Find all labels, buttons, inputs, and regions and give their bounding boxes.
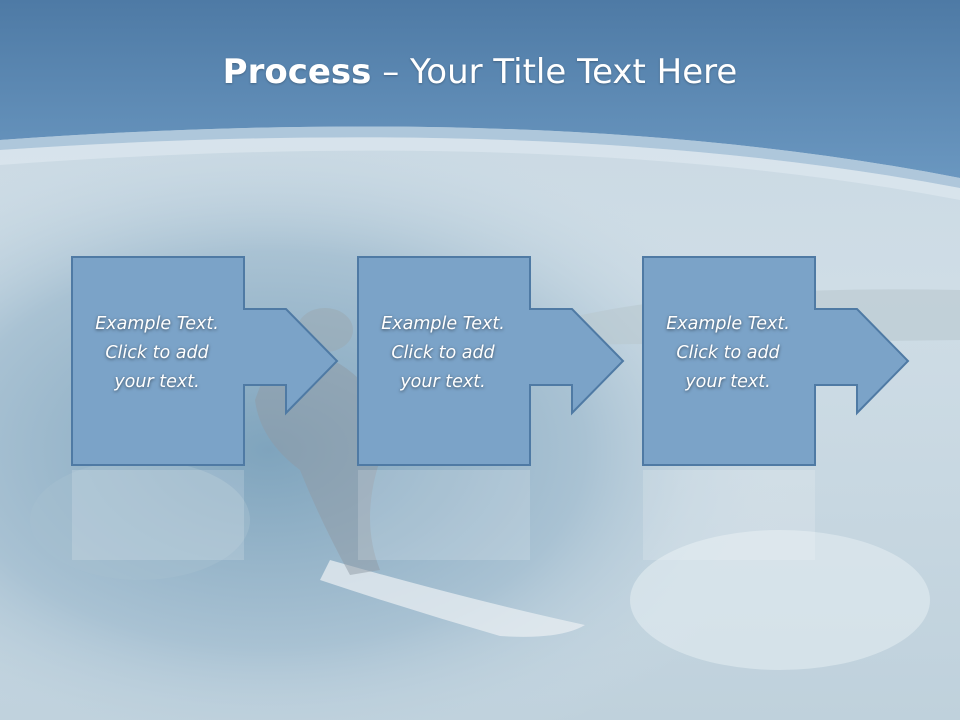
- arrow-shape-3: [642, 256, 910, 466]
- title-separator: –: [371, 52, 411, 92]
- step-3-reflection: [642, 470, 916, 560]
- step-2-reflection: [357, 470, 631, 560]
- arrow-shape-1: [71, 256, 339, 466]
- process-step-1[interactable]: Example Text. Click to add your text.: [71, 256, 345, 468]
- step-1-line-3: your text.: [114, 372, 200, 392]
- step-2-line-1: Example Text.: [381, 314, 505, 334]
- step-3-line-1: Example Text.: [666, 314, 790, 334]
- step-1-reflection: [71, 470, 345, 560]
- process-step-2[interactable]: Example Text. Click to add your text.: [357, 256, 631, 468]
- step-2-text: Example Text. Click to add your text.: [357, 310, 529, 397]
- step-3-text: Example Text. Click to add your text.: [642, 310, 814, 397]
- title-bold-text: Process: [222, 52, 372, 92]
- step-1-line-1: Example Text.: [95, 314, 219, 334]
- process-step-3[interactable]: Example Text. Click to add your text.: [642, 256, 916, 468]
- step-3-line-3: your text.: [685, 372, 771, 392]
- title-rest-text: Your Title Text Here: [410, 52, 738, 92]
- step-2-line-2: Click to add: [391, 343, 495, 363]
- slide-title[interactable]: Process – Your Title Text Here: [0, 52, 960, 92]
- step-1-line-2: Click to add: [105, 343, 209, 363]
- step-3-line-2: Click to add: [676, 343, 780, 363]
- step-2-line-3: your text.: [400, 372, 486, 392]
- step-1-text: Example Text. Click to add your text.: [71, 310, 243, 397]
- arrow-shape-2: [357, 256, 625, 466]
